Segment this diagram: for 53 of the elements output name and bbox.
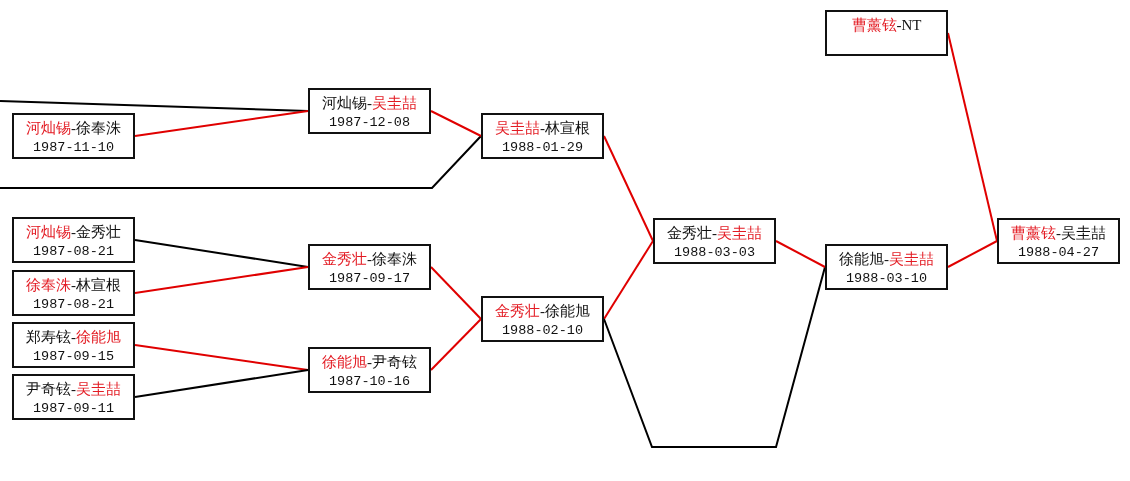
match-date: 1988-01-29 — [502, 139, 583, 157]
match-date: 1987-08-21 — [33, 243, 114, 261]
player-names: 尹奇铉-吴圭喆 — [26, 380, 121, 398]
match-date: 1988-03-10 — [846, 270, 927, 288]
bracket-line — [947, 240, 998, 268]
match-date: 1987-09-17 — [329, 270, 410, 288]
player-names: 河灿锡-金秀壮 — [26, 223, 121, 241]
bracket-line — [430, 266, 482, 320]
match-box — [481, 113, 604, 159]
match-box — [653, 218, 776, 264]
bracket-line — [603, 266, 826, 448]
player-names: 曹薰铉-吴圭喆 — [1011, 224, 1106, 242]
player-names: 吴圭喆-林宣根 — [495, 119, 590, 137]
bracket-line — [430, 318, 482, 371]
player-names: 徐奉洙-林宣根 — [26, 276, 121, 294]
bracket-line — [0, 135, 482, 189]
match-box — [997, 218, 1120, 264]
player-names: 金秀壮-吴圭喆 — [667, 224, 762, 242]
match-box — [825, 10, 948, 56]
player-names: 河灿锡-吴圭喆 — [322, 94, 417, 112]
match-box — [308, 88, 431, 134]
bracket-line — [603, 135, 654, 242]
match-box — [308, 347, 431, 393]
player-names: 金秀壮-徐能旭 — [495, 302, 590, 320]
bracket-line — [134, 266, 309, 294]
match-box — [12, 322, 135, 368]
match-box — [481, 296, 604, 342]
bracket-line — [775, 240, 826, 268]
player-names: 徐能旭-吴圭喆 — [839, 250, 934, 268]
bracket-line — [134, 110, 309, 137]
match-date: 1987-09-11 — [33, 400, 114, 418]
match-date: 1988-02-10 — [502, 322, 583, 340]
match-box — [12, 217, 135, 263]
bracket-line — [603, 240, 654, 320]
match-date: 1988-04-27 — [1018, 244, 1099, 262]
bracket-line — [134, 369, 309, 398]
match-date: 1987-11-10 — [33, 139, 114, 157]
match-box — [308, 244, 431, 290]
match-box — [12, 113, 135, 159]
player-names: 金秀壮-徐奉洙 — [322, 250, 417, 268]
match-date: 1987-09-15 — [33, 348, 114, 366]
match-date: 1987-08-21 — [33, 296, 114, 314]
match-date: 1988-03-03 — [674, 244, 755, 262]
player-names: 曹薰铉-NT — [851, 16, 922, 34]
player-names: 郑寿铉-徐能旭 — [26, 328, 121, 346]
match-box — [825, 244, 948, 290]
match-box — [12, 374, 135, 420]
match-date: 1987-10-16 — [329, 373, 410, 391]
player-names: 河灿锡-徐奉洙 — [26, 119, 121, 137]
match-date: 1987-12-08 — [329, 114, 410, 132]
player-names: 徐能旭-尹奇铉 — [322, 353, 417, 371]
bracket-line — [430, 110, 482, 137]
match-box — [12, 270, 135, 316]
